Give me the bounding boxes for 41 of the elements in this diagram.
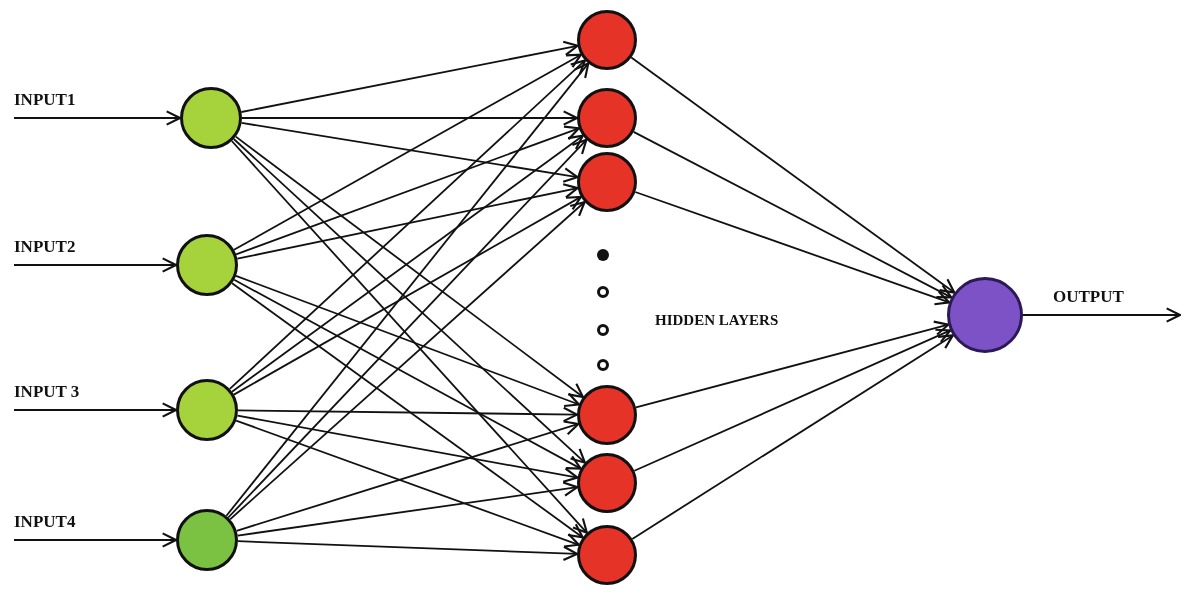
arrow	[237, 540, 579, 562]
edge-label: INPUT2	[14, 237, 76, 257]
arrow	[630, 56, 956, 294]
neuron-circle	[577, 385, 637, 445]
arrow	[232, 138, 586, 464]
arrow	[13, 402, 178, 418]
arrow	[235, 125, 580, 256]
arrow	[13, 532, 178, 548]
arrow	[631, 334, 954, 540]
arrow	[233, 195, 582, 396]
arrow	[240, 40, 579, 113]
arrow	[237, 406, 579, 423]
arrow	[235, 275, 580, 408]
neuron-circle	[577, 88, 637, 148]
arrow	[233, 278, 582, 470]
arrow	[225, 62, 590, 517]
arrow	[233, 53, 582, 251]
edge-label: INPUT4	[14, 512, 76, 532]
arrow	[228, 59, 587, 390]
arrow	[634, 191, 951, 306]
arrow	[1022, 307, 1182, 323]
arrow	[635, 320, 950, 409]
neuron-circle	[577, 152, 637, 212]
edge-label: INPUT 3	[14, 382, 80, 402]
arrow	[633, 328, 952, 472]
neuron-circle	[577, 525, 637, 585]
arrow	[231, 282, 584, 539]
layer-label: HIDDEN LAYERS	[655, 311, 779, 330]
edge-label: INPUT1	[14, 90, 76, 110]
edge-label: OUTPUT	[1053, 287, 1124, 307]
arrow	[236, 414, 579, 483]
arrow	[236, 481, 579, 537]
arrow	[236, 183, 579, 260]
arrow	[13, 257, 178, 273]
neuron-circle	[577, 453, 637, 513]
arrow	[240, 122, 579, 183]
arrow	[632, 131, 953, 299]
arrow	[229, 200, 586, 521]
arrow	[241, 110, 579, 126]
neuron-circle	[577, 10, 637, 70]
arrow	[13, 110, 182, 126]
